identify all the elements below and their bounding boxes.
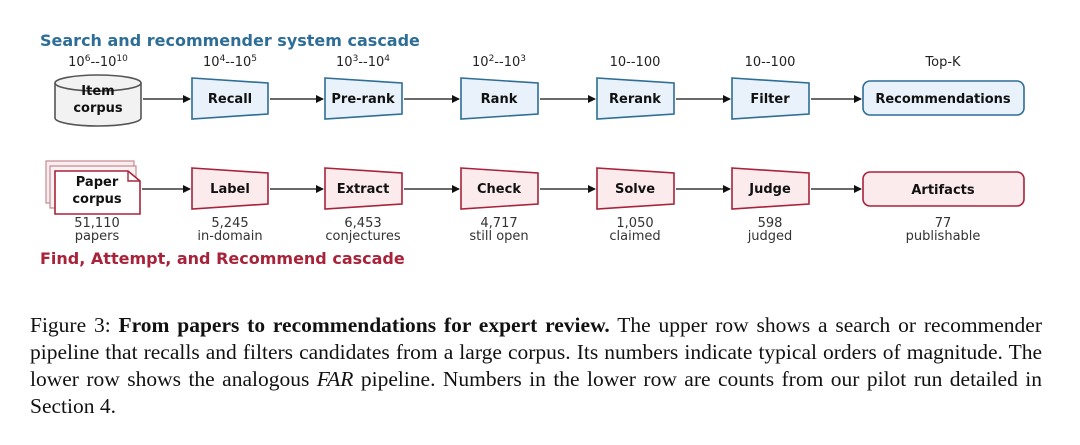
stage-label: Recall — [208, 92, 252, 107]
stage-label: Solve — [615, 182, 655, 197]
stage-judge: Judge 598 judged — [731, 167, 810, 244]
stage-label: Check — [477, 182, 521, 197]
stage-unit: still open — [469, 229, 528, 244]
figure-caption: Figure 3: From papers to recommendations… — [30, 312, 1042, 420]
stage-count: 1,050 — [616, 216, 653, 231]
stage-unit: in-domain — [197, 229, 262, 244]
stage-extract: Extract 6,453 conjectures — [324, 167, 403, 244]
stage-count: 6,453 — [344, 216, 381, 231]
item-corpus-label-line1: Item — [81, 84, 114, 99]
stage-magnitude: 10--100 — [745, 55, 796, 70]
stage-magnitude: 104--105 — [203, 54, 257, 70]
stage-unit: claimed — [609, 229, 660, 244]
stage-label: Extract — [337, 182, 390, 197]
output-label: Recommendations — [875, 92, 1011, 107]
stage-recall: Recall 104--105 — [191, 54, 269, 120]
stage-unit: judged — [747, 229, 793, 244]
item-corpus-database-icon: Item corpus — [54, 74, 142, 127]
caption-text-part1: The upper row shows a search or recommen… — [30, 313, 1043, 391]
output-label: Artifacts — [911, 183, 974, 198]
stage-count: 5,245 — [211, 216, 248, 231]
paper-corpus-label-line2: corpus — [72, 192, 122, 207]
caption-italic-far: FAR — [316, 367, 354, 391]
top-row-title: Search and recommender system cascade — [40, 31, 420, 50]
stage-check: Check 4,717 still open — [460, 167, 539, 244]
item-corpus-magnitude: 106--1010 — [68, 54, 128, 70]
caption-bold-title: From papers to recommendations for exper… — [118, 313, 610, 337]
stage-label: Pre-rank — [331, 92, 395, 107]
stage-filter: Filter 10--100 — [731, 55, 810, 120]
caption-text-part2: pipeline. Numbers in the lower row are c… — [30, 367, 1042, 418]
recommendations-output: Recommendations Top-K — [862, 55, 1025, 116]
artifacts-output: Artifacts 77 publishable — [862, 171, 1025, 244]
stage-unit: conjectures — [325, 229, 400, 244]
paper-corpus-label-line1: Paper — [76, 175, 119, 190]
stage-label: Rank — [481, 92, 518, 107]
cascade-figure: Search and recommender system cascade It… — [40, 31, 1025, 268]
stage-label-step: Label 5,245 in-domain — [191, 167, 269, 244]
paper-corpus-stack-icon: Paper corpus 51,110 papers — [45, 160, 141, 244]
stage-rerank: Rerank 10--100 — [596, 55, 675, 120]
caption-prefix: Figure 3: — [30, 313, 119, 337]
paper-corpus-count: 51,110 — [74, 216, 120, 231]
stage-label: Filter — [750, 92, 790, 107]
stage-magnitude: 10--100 — [610, 55, 661, 70]
output-magnitude: Top-K — [924, 55, 961, 70]
paper-corpus-unit: papers — [75, 229, 120, 244]
output-count: 77 — [935, 216, 952, 231]
stage-rank: Rank 102--103 — [460, 54, 539, 120]
stage-label: Judge — [748, 182, 791, 197]
stage-count: 598 — [758, 216, 783, 231]
stage-pre-rank: Pre-rank 103--104 — [324, 54, 403, 120]
stage-magnitude: 102--103 — [472, 54, 526, 70]
bottom-row-title: Find, Attempt, and Recommend cascade — [40, 249, 405, 268]
stage-solve: Solve 1,050 claimed — [596, 167, 675, 244]
item-corpus-label-line2: corpus — [73, 101, 123, 116]
stage-label: Rerank — [609, 92, 661, 107]
output-unit: publishable — [906, 229, 981, 244]
stage-count: 4,717 — [480, 216, 517, 231]
stage-label: Label — [210, 182, 250, 197]
stage-magnitude: 103--104 — [336, 54, 390, 70]
